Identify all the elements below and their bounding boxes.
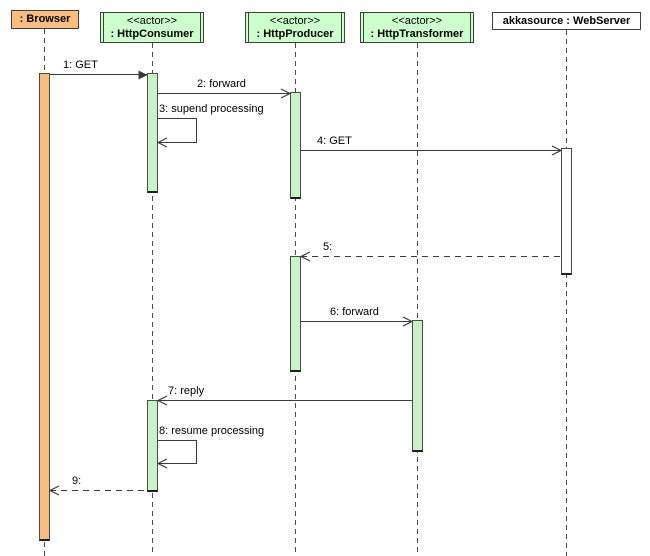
participant-name: : HttpProducer: [256, 27, 334, 40]
participant-stereotype: <<actor>>: [126, 14, 178, 27]
message-3-loop-right: [196, 118, 197, 143]
message-3-loop-bottom: [158, 142, 197, 143]
message-7-line: [158, 400, 412, 401]
message-8-loop-bottom: [158, 463, 197, 464]
lifeline-http-consumer: [152, 43, 153, 556]
participant-name: : HttpTransformer: [370, 27, 464, 40]
participant-name: : Browser: [19, 13, 71, 25]
participant-name: akkasource : WebServer: [502, 14, 631, 27]
participant-box-http-consumer: <<actor>> : HttpConsumer: [100, 12, 204, 43]
message-2-arrowhead-icon: [280, 88, 291, 99]
message-9-line: [50, 490, 147, 491]
message-1-label: 1: GET: [63, 59, 98, 71]
lifeline-http-transformer: [417, 43, 418, 556]
message-2-line: [158, 93, 290, 94]
message-6-arrowhead-icon: [402, 316, 413, 327]
message-1-arrowhead-icon: [138, 70, 148, 80]
participant-stereotype: <<actor>>: [391, 14, 443, 27]
message-8-label: 8: resume processing: [159, 425, 265, 437]
activation-web-server: [561, 148, 572, 275]
message-5-label: 5:: [323, 241, 333, 253]
message-7-label: 7: reply: [168, 385, 205, 397]
message-3-label: 3: supend processing: [159, 103, 264, 115]
message-8-arrowhead-icon: [157, 458, 168, 469]
activation-http-producer-1: [290, 92, 301, 199]
message-5-line: [301, 256, 561, 257]
activation-http-producer-2: [290, 256, 301, 372]
message-8-loop-right: [196, 440, 197, 464]
activation-browser: [39, 73, 50, 541]
activation-http-transformer: [412, 320, 423, 452]
message-4-line: [301, 150, 561, 151]
message-9-label: 9:: [72, 475, 82, 487]
activation-http-consumer-1: [147, 73, 158, 193]
message-4-arrowhead-icon: [551, 145, 562, 156]
message-6-line: [301, 321, 412, 322]
message-3-loop-top: [158, 118, 197, 119]
message-8-loop-top: [158, 440, 197, 441]
activation-http-consumer-2: [147, 400, 158, 492]
lifeline-web-server: [566, 30, 567, 556]
message-3-arrowhead-icon: [157, 137, 168, 148]
participant-name: : HttpConsumer: [110, 27, 194, 40]
participant-stereotype: <<actor>>: [269, 14, 321, 27]
participant-box-http-producer: <<actor>> : HttpProducer: [245, 12, 345, 43]
message-6-label: 6: forward: [330, 306, 379, 318]
participant-box-web-server: akkasource : WebServer: [492, 12, 641, 30]
message-2-label: 2: forward: [197, 78, 246, 90]
participant-box-http-transformer: <<actor>> : HttpTransformer: [360, 12, 474, 43]
message-9-arrowhead-icon: [49, 485, 60, 496]
message-4-label: 4: GET: [317, 135, 352, 147]
participant-box-browser: : Browser: [11, 10, 79, 29]
message-7-arrowhead-icon: [157, 395, 168, 406]
message-1-line: [50, 74, 147, 75]
message-5-arrowhead-icon: [300, 251, 311, 262]
